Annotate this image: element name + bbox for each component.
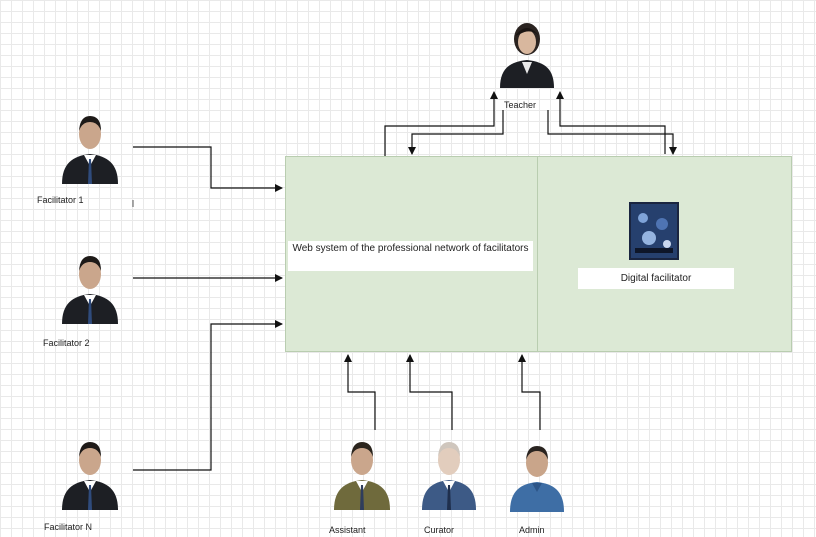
- curator-avatar-icon: [422, 442, 476, 510]
- teacher-label: Teacher: [504, 100, 537, 110]
- facilitator-1-label: Facilitator 1: [37, 195, 84, 205]
- arrow-web-to-teacher: [384, 91, 498, 166]
- admin-avatar-icon: [510, 446, 564, 512]
- facilitator-1-avatar-icon: [62, 116, 118, 184]
- arrow-facilitator1-to-web: [133, 146, 283, 192]
- arrow-facilitatorn-to-web: [133, 320, 283, 471]
- box-divider: [537, 156, 538, 352]
- curator-label: Curator: [424, 525, 455, 535]
- arrow-curator-to-web: [406, 354, 453, 430]
- assistant-avatar-icon: [334, 442, 390, 510]
- digital-screen-icon: [629, 202, 679, 260]
- teacher-avatar-icon: [500, 23, 554, 88]
- web-system-label: Web system of the professional network o…: [288, 241, 533, 271]
- facilitator-2-label: Facilitator 2: [43, 338, 90, 348]
- arrow-teacher-to-digital: [547, 110, 677, 155]
- digital-facilitator-label: Digital facilitator: [578, 268, 734, 289]
- arrow-teacher-to-web: [408, 110, 504, 155]
- admin-label: Admin: [519, 525, 545, 535]
- facilitator-2-avatar-icon: [62, 256, 118, 324]
- arrow-digital-to-teacher: [556, 91, 666, 154]
- facilitator-n-label: Facilitator N: [44, 522, 93, 532]
- assistant-label: Assistant: [329, 525, 366, 535]
- arrow-admin-to-web: [518, 354, 541, 430]
- arrow-assistant-to-web: [344, 354, 376, 430]
- facilitator-n-avatar-icon: [62, 442, 118, 510]
